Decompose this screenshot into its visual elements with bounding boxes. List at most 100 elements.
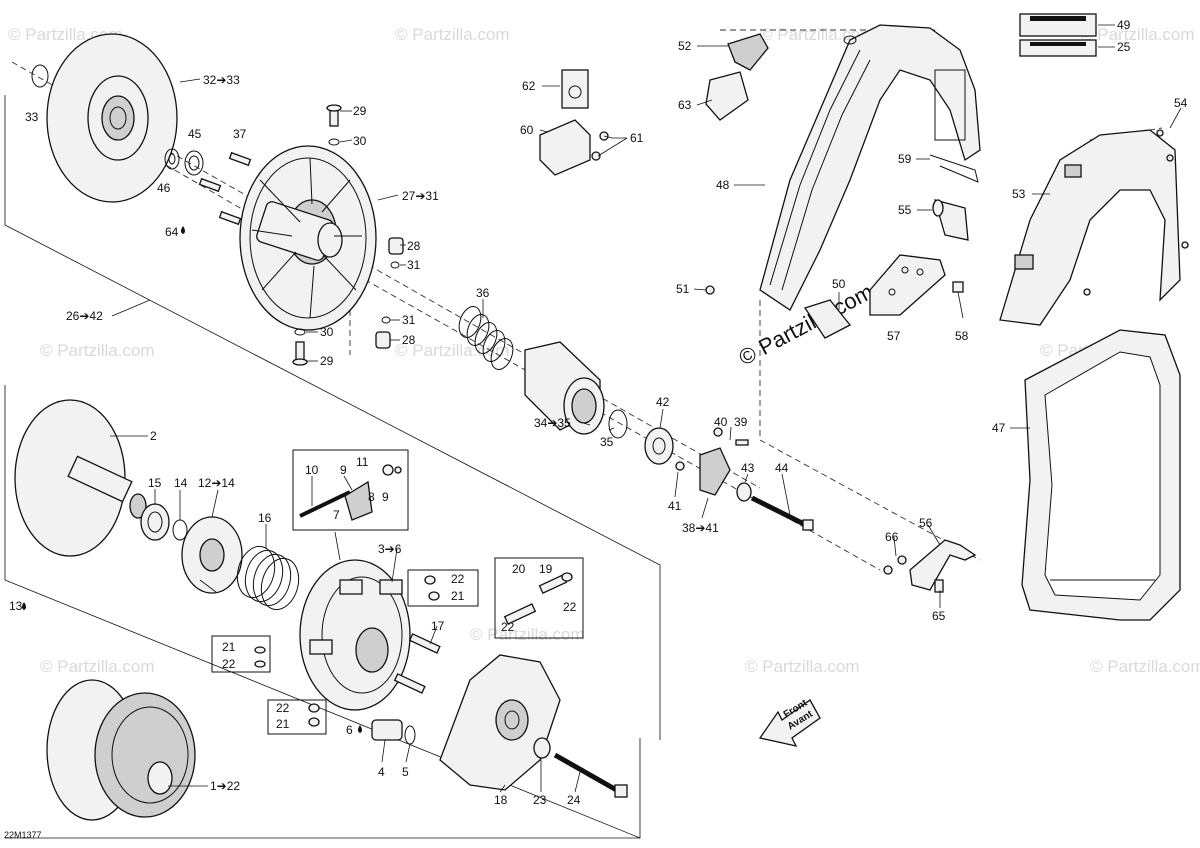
callout-25: 25 [1117, 40, 1131, 54]
snap-ring-33 [31, 64, 49, 88]
callout-56: 56 [919, 516, 933, 530]
roller-28-bottom [375, 331, 391, 349]
callout-31-top: 31 [407, 258, 421, 272]
washer-23 [533, 737, 551, 759]
callout-11: 11 [356, 455, 369, 469]
watermark-text: © Partzilla.com [1090, 657, 1200, 676]
callout-46: 46 [157, 181, 171, 195]
callout-57: 57 [887, 329, 901, 343]
latch-bracket-63 [705, 71, 749, 121]
callout-18: 18 [494, 793, 508, 807]
diagram-id: 22M1377 [4, 830, 42, 840]
screw-39 [735, 439, 749, 446]
callout-26: 26➔42 [66, 309, 103, 323]
callout-34: 34➔35 [534, 416, 571, 430]
bracket-56 [883, 539, 977, 593]
clip-59 [929, 154, 979, 183]
callout-13: 13 [9, 599, 23, 613]
callout-31-bottom: 31 [402, 313, 416, 327]
callout-21c: 21 [276, 717, 290, 731]
bracket-60 [539, 119, 591, 176]
governor-cup-34 [524, 341, 605, 435]
callout-41: 41 [668, 499, 682, 513]
decal-62 [561, 69, 589, 109]
inner-guard-53 [999, 129, 1189, 326]
bearing-15 [140, 503, 170, 541]
leader-lines [110, 24, 1182, 793]
callout-55: 55 [898, 203, 912, 217]
callout-14: 14 [174, 476, 188, 490]
watermark-text: © Partzilla.com [40, 341, 155, 360]
callout-29-bottom: 29 [320, 354, 334, 368]
callout-1: 1➔22 [210, 779, 240, 793]
callout-22a: 22 [451, 572, 465, 586]
callout-47: 47 [992, 421, 1006, 435]
callout-19: 19 [539, 562, 553, 576]
screw-29-bottom [292, 341, 308, 366]
bolt-44 [750, 495, 814, 531]
callout-33: 33 [25, 110, 39, 124]
callout-16: 16 [258, 511, 272, 525]
callout-24: 24 [567, 793, 581, 807]
belt-guard-48 [759, 24, 981, 311]
watermark-text: © Partzilla.com [745, 657, 860, 676]
washer-box-21-22-bottom [267, 699, 327, 735]
callout-39: 39 [734, 415, 748, 429]
callout-38: 38➔41 [682, 521, 719, 535]
callout-4: 4 [378, 765, 385, 779]
callout-50: 50 [832, 277, 846, 291]
callout-62: 62 [522, 79, 536, 93]
nut-51 [705, 285, 715, 295]
bolt-24 [553, 752, 628, 798]
washer-box-21-22-left [211, 635, 271, 673]
cover-12-14 [181, 516, 243, 594]
callout-64: 64 [165, 225, 179, 239]
latch-52 [727, 33, 769, 71]
callout-21b: 21 [222, 640, 236, 654]
callout-52: 52 [678, 39, 692, 53]
driven-pulley-assembly-1 [46, 679, 196, 821]
callout-6: 6 [346, 723, 353, 737]
drive-pulley-spider [239, 145, 377, 331]
washer-45 [184, 150, 204, 176]
callout-23: 23 [533, 793, 547, 807]
callout-12: 12➔14 [198, 476, 235, 490]
bolts-37 [198, 151, 252, 226]
slider-box-19-20 [494, 557, 584, 639]
callout-58: 58 [955, 329, 969, 343]
callout-28-bottom: 28 [402, 333, 416, 347]
plate-50 [803, 299, 852, 339]
roller-detail-box [292, 449, 409, 531]
callout-29-top: 29 [353, 104, 367, 118]
bolts-17 [393, 633, 441, 694]
decal-49 [1019, 13, 1097, 37]
callout-2: 2 [150, 429, 157, 443]
driven-pulley-half-2 [14, 399, 147, 557]
drive-pulley-fixed-half [46, 33, 178, 203]
callout-22c: 22 [501, 620, 515, 634]
cover-38-41 [675, 427, 731, 496]
callout-8: 8 [368, 490, 375, 504]
callout-30-bottom: 30 [320, 325, 334, 339]
callout-20: 20 [512, 562, 526, 576]
washer-31-top [390, 261, 400, 269]
driven-cam-18 [439, 654, 561, 791]
washer-46 [164, 148, 180, 170]
nut-61b [591, 151, 601, 161]
lubricant-drop-icons [22, 226, 362, 733]
callout-22b: 22 [563, 600, 577, 614]
screw-29-top [326, 104, 342, 127]
callout-21a: 21 [451, 589, 465, 603]
spring-16 [236, 545, 300, 611]
callout-36: 36 [476, 286, 490, 300]
callout-labels: 33 32➔33 29 30 37 45 46 27➔31 64 28 31 2… [9, 18, 1188, 807]
callout-51: 51 [676, 282, 690, 296]
callout-9b: 9 [382, 490, 389, 504]
callout-43: 43 [741, 461, 755, 475]
callout-5: 5 [402, 765, 409, 779]
callout-60: 60 [520, 123, 534, 137]
watermark-text: © Partzilla.com [1080, 25, 1195, 44]
callout-63: 63 [678, 98, 692, 112]
watermark-text: © Partzilla.com [470, 625, 585, 644]
